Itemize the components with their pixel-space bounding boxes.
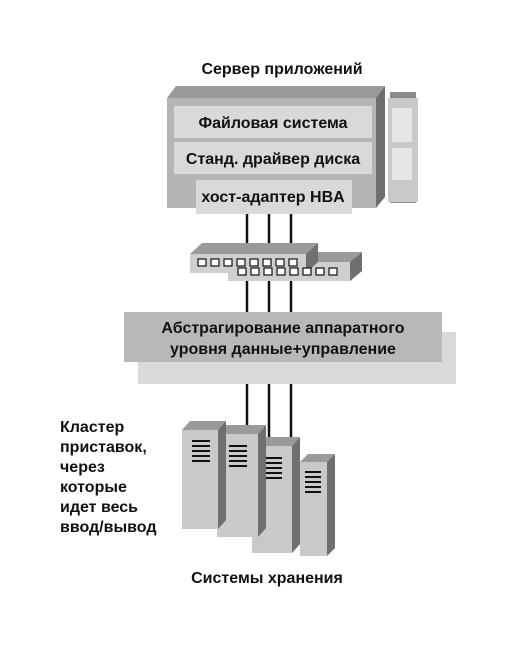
server-side-face <box>376 86 385 208</box>
cluster-note-line4: которые <box>60 479 127 496</box>
storage-title: Системы хранения <box>191 570 343 587</box>
switch-port <box>276 267 286 276</box>
server-top-face <box>167 86 385 98</box>
hba-label: хост-адаптер HBA <box>201 189 345 206</box>
filesystem-box <box>174 106 372 138</box>
tower-top <box>182 421 226 430</box>
cluster-note-line5: идет весь <box>60 499 138 516</box>
switch-port <box>275 258 285 267</box>
tower-side <box>258 425 266 537</box>
switch-port <box>289 267 299 276</box>
switch-port <box>288 258 298 267</box>
tower-vents <box>229 445 247 467</box>
switch-port <box>223 258 233 267</box>
switch-port <box>236 258 246 267</box>
switch-port <box>328 267 338 276</box>
cluster-note: Кластер приставок, через которые идет ве… <box>60 419 156 536</box>
switch-port <box>249 258 259 267</box>
tower-vents <box>305 471 321 493</box>
storage-systems: Системы хранения <box>182 421 343 587</box>
cluster-note-line6: ввод/вывод <box>60 519 156 536</box>
storage-tower-4 <box>300 454 335 556</box>
switch-port <box>263 267 273 276</box>
abstraction-label-line1: Абстрагирование аппаратного <box>161 320 404 337</box>
disk-driver-box <box>174 142 372 174</box>
tower-front <box>182 430 218 529</box>
tower-vents <box>192 440 210 462</box>
server-back-box-slot2 <box>392 148 412 180</box>
tower-vents <box>264 457 282 479</box>
switch-front-top <box>190 243 318 254</box>
tower-side <box>218 421 226 529</box>
tower-top <box>217 425 266 434</box>
switch-port <box>237 267 247 276</box>
abstraction-label-line2: уровня данные+управление <box>170 341 396 358</box>
tower-top <box>300 454 335 462</box>
tower-side <box>327 454 335 556</box>
disk-driver-label: Станд. драйвер диска <box>186 151 360 168</box>
application-server: Сервер приложений Файловая система Станд… <box>167 61 418 214</box>
switch-back-side <box>350 252 362 281</box>
cluster-note-line3: через <box>60 459 105 476</box>
abstraction-layer: Абстрагирование аппаратного уровня данны… <box>124 312 456 384</box>
switch-port <box>250 267 260 276</box>
network-switches <box>190 243 362 281</box>
switch-port <box>315 267 325 276</box>
switch-port <box>197 258 207 267</box>
hba-box <box>196 180 352 214</box>
storage-tower-1 <box>182 421 226 529</box>
switch-front-side <box>306 243 318 273</box>
switch-port <box>262 258 272 267</box>
abstraction-box <box>124 312 442 362</box>
tower-side <box>292 437 300 553</box>
filesystem-label: Файловая система <box>198 115 347 132</box>
server-back-box-slot1 <box>392 108 412 142</box>
cluster-note-line1: Кластер <box>60 419 124 436</box>
switch-port <box>210 258 220 267</box>
switch-ports <box>197 258 338 276</box>
switch-port <box>302 267 312 276</box>
server-title: Сервер приложений <box>201 61 362 78</box>
cluster-note-line2: приставок, <box>60 439 147 456</box>
